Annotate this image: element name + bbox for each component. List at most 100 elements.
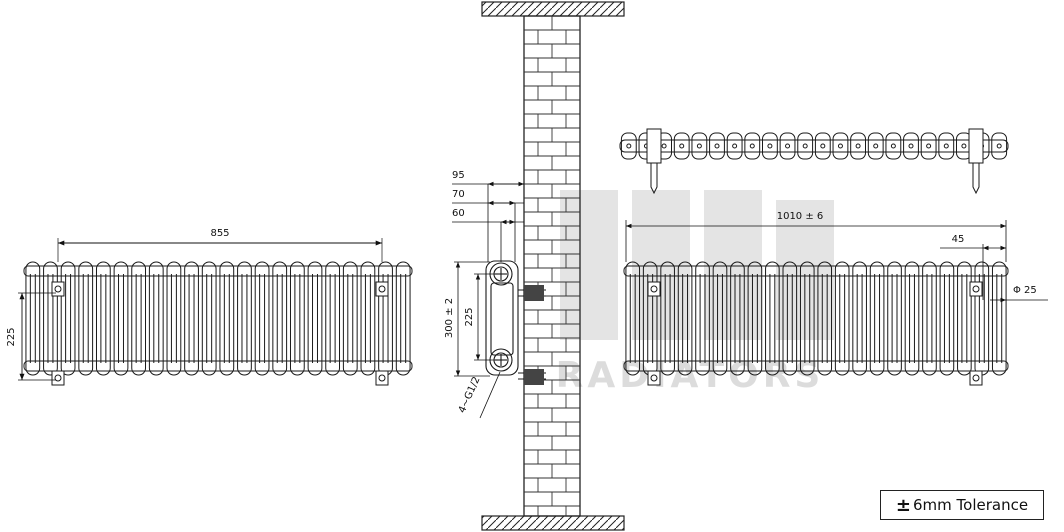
thread-label: 4~G1/2 [457, 375, 483, 415]
top-view-column [762, 132, 778, 160]
radiator-column [148, 261, 164, 376]
top-view-column [673, 132, 690, 160]
left-height-label: 225 [6, 327, 17, 346]
radiator-column [869, 261, 885, 376]
top-view-column [709, 132, 725, 160]
radiator-column [342, 261, 358, 376]
radiator-column [378, 261, 393, 376]
radiator-column [730, 261, 745, 376]
top-manifold [623, 265, 1009, 277]
top-manifold [23, 265, 413, 277]
top-view-column [867, 132, 884, 160]
offset-60-label: 60 [452, 208, 465, 219]
wall-section [481, 1, 625, 531]
radiator-column [834, 261, 850, 376]
bottom-manifold [23, 360, 413, 372]
wall-bracket [51, 370, 65, 386]
radiator-column [272, 261, 288, 376]
radiator-column [782, 261, 798, 376]
radiator-column [817, 261, 833, 376]
top-view-column [814, 132, 831, 160]
tolerance-symbol: ± [895, 494, 911, 516]
radiator-column [660, 261, 675, 376]
bottom-manifold [623, 360, 1009, 372]
wall-bracket [969, 281, 983, 297]
radiator-column [254, 261, 270, 376]
right-length-label: 1010 ± 6 [777, 211, 824, 222]
radiator-column [25, 261, 41, 376]
radiator-column [360, 261, 376, 376]
top-view-column [797, 132, 814, 160]
top-view-bracket [646, 128, 662, 164]
top-view-column [920, 132, 937, 160]
radiator-column [395, 261, 411, 376]
top-view-column [903, 132, 919, 160]
wall-bracket [647, 370, 661, 386]
right-front-view [623, 261, 1009, 386]
tolerance-box: ± 6mm Tolerance [880, 490, 1044, 520]
top-view-bracket [968, 128, 984, 164]
radiator-column [307, 261, 323, 376]
radiator-column [904, 261, 920, 376]
wall-bracket [51, 281, 65, 297]
left-front-view [23, 261, 413, 386]
wall-bracket [969, 370, 983, 386]
radiator-column [887, 261, 902, 376]
radiator-column [695, 261, 710, 376]
end-offset-label: 45 [952, 234, 965, 245]
side-height-label: 300 ± 2 [444, 298, 455, 338]
right-top-view [619, 128, 1009, 195]
top-view-rail [619, 139, 1009, 153]
radiator-column [131, 261, 147, 376]
top-view-column [620, 132, 637, 160]
radiator-column [922, 261, 937, 376]
top-view-column [726, 132, 743, 160]
wall-bracket [375, 281, 389, 297]
offset-95-label: 95 [452, 170, 465, 181]
left-front-dimensions: 855 225 [6, 228, 383, 381]
radiator-column [289, 261, 305, 376]
top-view-column [885, 132, 902, 160]
radiator-column [677, 261, 693, 376]
radiator-column [43, 261, 58, 376]
tolerance-label: 6mm Tolerance [913, 496, 1029, 514]
radiator-column [765, 261, 780, 376]
radiator-column [78, 261, 94, 376]
right-front-dimensions: 1010 ± 6 45 Φ 25 [625, 211, 1048, 303]
top-view-column [850, 132, 866, 160]
watermark-logo: RADIATORS [556, 190, 834, 396]
radiator-column [991, 261, 1007, 376]
radiator-column [60, 261, 76, 376]
radiator-column [799, 261, 815, 376]
radiator-column [712, 261, 728, 376]
radiator-column [237, 261, 252, 376]
top-view-column [991, 132, 1008, 160]
left-width-label: 855 [210, 228, 229, 239]
wall-bracket [647, 281, 661, 297]
top-view-column [779, 132, 796, 160]
top-view-column [744, 132, 761, 160]
radiator-column [957, 261, 972, 376]
top-view-column [938, 132, 955, 160]
radiator-column [625, 261, 641, 376]
radiator-column [939, 261, 955, 376]
fixing-screw [650, 163, 658, 195]
radiator-column [166, 261, 182, 376]
radiator-column [95, 261, 111, 376]
radiator-column [219, 261, 235, 376]
radiator-column [747, 261, 763, 376]
radiator-column [852, 261, 867, 376]
top-view-column [691, 132, 708, 160]
top-view-column [832, 132, 849, 160]
radiator-column [201, 261, 217, 376]
offset-70-label: 70 [452, 189, 465, 200]
pipe-diameter-label: Φ 25 [1013, 285, 1037, 296]
radiator-column [184, 261, 199, 376]
side-view-dimensions: 95 70 60 300 ± 2 225 4~G1/2 [444, 170, 524, 419]
fixing-screw [972, 163, 980, 195]
side-centres-label: 225 [464, 307, 475, 326]
radiator-column [113, 261, 129, 376]
radiator-column [325, 261, 341, 376]
wall-bracket [375, 370, 389, 386]
